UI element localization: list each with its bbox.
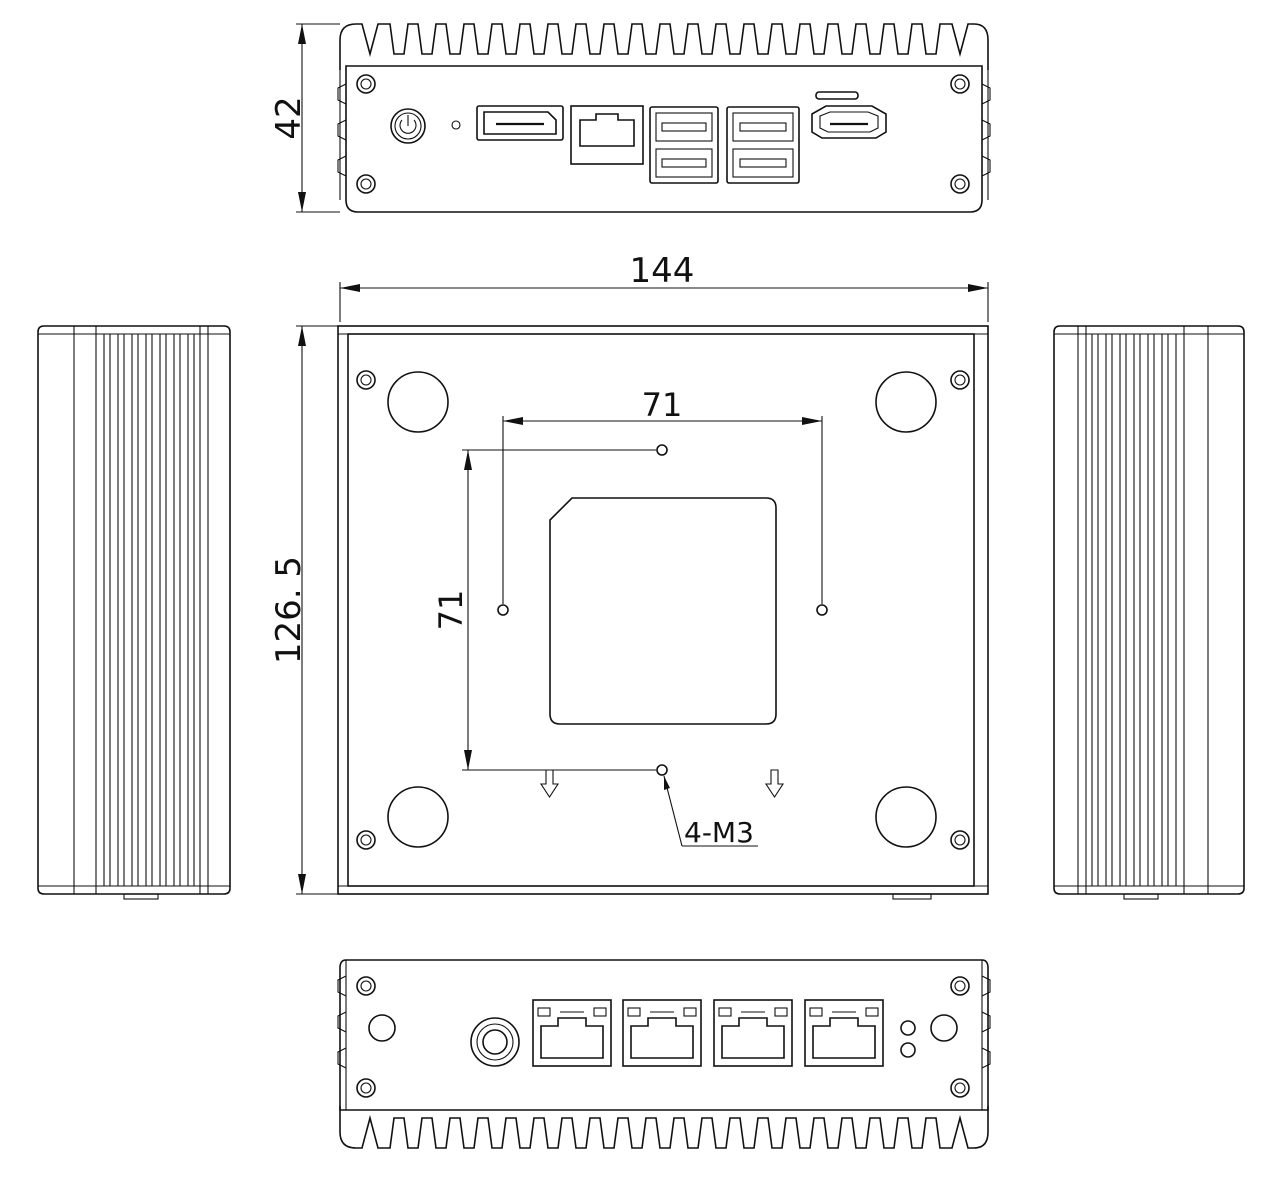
led-icon — [900, 1020, 916, 1058]
rj45-port-icon — [570, 105, 644, 165]
power-icon — [390, 108, 426, 144]
top-view: 144 126. 5 — [269, 251, 989, 900]
arrow-down-icon — [539, 769, 785, 799]
thermal-pad — [549, 497, 777, 725]
foot-pad — [875, 786, 937, 848]
right-side-view — [1053, 325, 1245, 900]
rear-view — [337, 959, 991, 1149]
rj45-port-icon — [804, 999, 884, 1067]
rj45-port-icon — [622, 999, 702, 1067]
mount-hole — [497, 444, 828, 776]
foot-pad — [875, 371, 937, 433]
height-label: 42 — [269, 96, 309, 139]
screw-icon — [356, 976, 970, 1098]
screw-icon — [356, 370, 970, 850]
front-view: 42 — [269, 23, 991, 213]
screw-label: 4-M3 — [684, 816, 754, 849]
screw-icon — [356, 74, 970, 194]
mount-h-label: 71 — [642, 386, 683, 424]
width-label: 144 — [630, 251, 695, 291]
height-dimension — [296, 23, 340, 213]
rj45-port-icon — [532, 999, 612, 1067]
antenna-hole — [930, 1014, 958, 1042]
dc-jack-icon — [470, 1017, 520, 1067]
left-side-view — [37, 325, 231, 900]
hdmi-port-icon — [811, 91, 887, 139]
displayport-icon — [476, 105, 564, 141]
led-icon — [451, 120, 461, 130]
foot-pad — [387, 786, 449, 848]
usb-port-icon — [649, 106, 800, 184]
rj45-port-icon — [713, 999, 793, 1067]
depth-label: 126. 5 — [269, 556, 309, 664]
antenna-hole — [368, 1014, 396, 1042]
foot-pad — [387, 371, 449, 433]
mount-v-label: 71 — [432, 590, 470, 631]
